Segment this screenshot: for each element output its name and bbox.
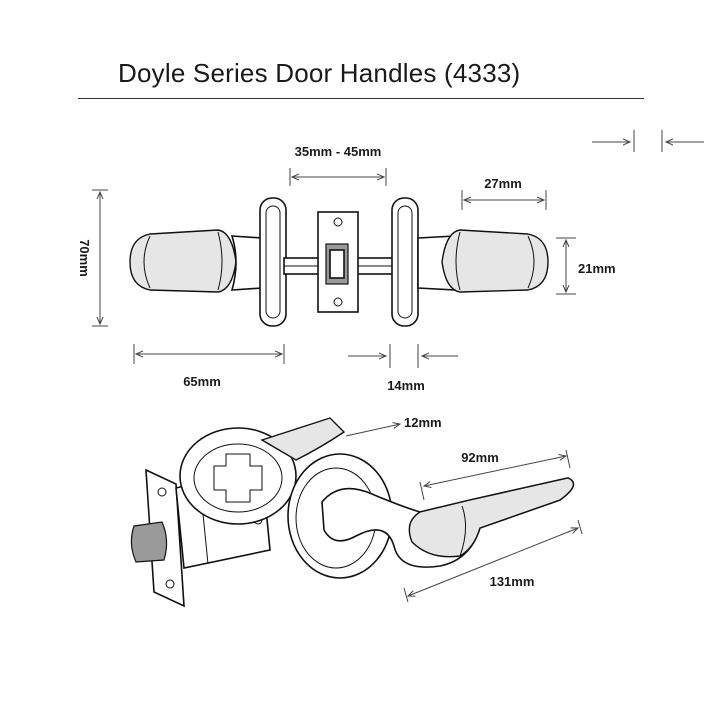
left-rose <box>259 197 287 327</box>
perspective-view <box>130 417 575 608</box>
overall-length-label: 131mm <box>490 574 535 589</box>
rear-lever <box>260 417 346 461</box>
rose-thickness-label: 14mm <box>387 378 425 393</box>
dim-overall-length: 131mm <box>403 519 583 603</box>
dim-rose-offset: 27mm <box>461 176 547 210</box>
dim-backset: 35mm - 45mm <box>289 144 387 186</box>
dim-lever-height: 21mm <box>556 237 616 295</box>
dim-lever-thickness: 12mm <box>345 415 442 437</box>
lever-length-label: 92mm <box>461 450 499 465</box>
right-rose <box>391 197 419 327</box>
left-lever-neck <box>230 235 263 291</box>
dim-lever-length: 92mm <box>419 449 571 501</box>
lever-thickness-label: 12mm <box>404 415 442 430</box>
page-title: Doyle Series Door Handles (4333) <box>118 58 521 88</box>
title-rule <box>78 98 644 99</box>
lever-height-label: 21mm <box>578 261 616 276</box>
rose-offset-label: 27mm <box>484 176 522 191</box>
left-lever <box>129 229 237 293</box>
overall-height-label: 70mm <box>77 239 92 277</box>
front-lever-grip <box>408 477 575 558</box>
dim-lever-reach: 65mm <box>133 344 285 389</box>
side-elevation-view <box>129 197 549 327</box>
dim-overall-height: 70mm <box>77 189 108 327</box>
right-lever <box>441 229 549 293</box>
lever-reach-label: 65mm <box>183 374 221 389</box>
backset-label: 35mm - 45mm <box>295 144 382 159</box>
latch-bolt <box>130 521 168 563</box>
dim-rose-thickness: 14mm <box>348 344 458 393</box>
dim-top-right-stub <box>592 130 704 152</box>
